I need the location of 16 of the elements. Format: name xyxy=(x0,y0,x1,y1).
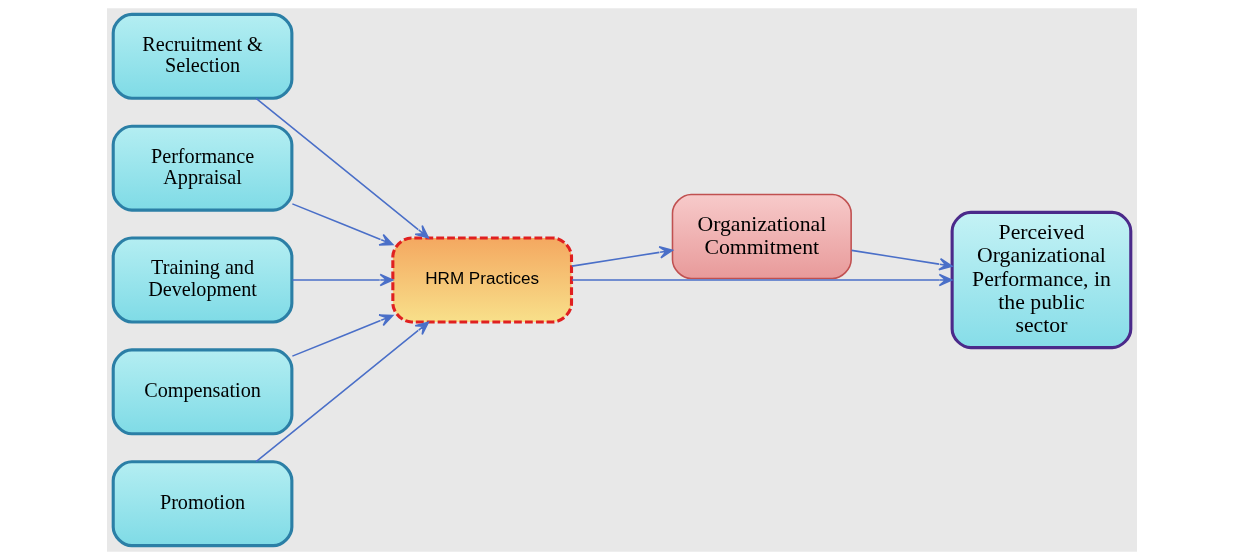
arrow xyxy=(291,273,394,287)
node-box: Performance Appraisal xyxy=(111,124,294,212)
arrow xyxy=(291,314,394,357)
node-box: Training and Development xyxy=(111,236,294,324)
node-box: Recruitment & Selection xyxy=(111,12,294,100)
arrow xyxy=(255,97,430,239)
node-box: HRM Practices xyxy=(391,236,574,324)
arrow xyxy=(571,273,953,287)
arrow xyxy=(255,321,430,463)
node-box: Promotion xyxy=(111,460,294,548)
node-box: Organizational Commitment xyxy=(671,193,852,280)
node-box: Compensation xyxy=(111,348,294,436)
node-box: Perceived Organizational Performance, in the public sector xyxy=(950,210,1133,350)
arrow xyxy=(571,245,674,267)
arrow xyxy=(850,249,953,271)
arrow xyxy=(291,203,394,246)
